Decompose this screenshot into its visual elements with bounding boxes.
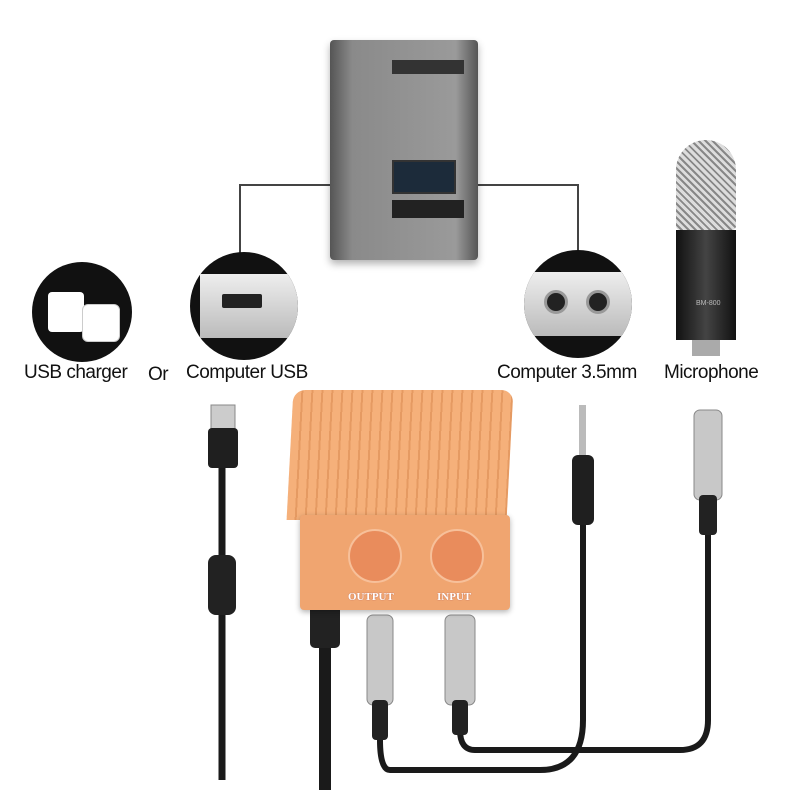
output-label: OUTPUT bbox=[348, 591, 394, 603]
audio-port-panel bbox=[524, 272, 632, 336]
input-xlr-jack bbox=[430, 529, 484, 583]
computer-audio-port-image bbox=[524, 250, 632, 358]
pc-drive-bay bbox=[392, 200, 464, 218]
usb-port bbox=[222, 294, 262, 308]
xlr-male-bottom bbox=[444, 614, 476, 706]
usb-charger-image bbox=[32, 262, 132, 362]
usb-adapter-icon bbox=[82, 304, 120, 342]
ferrite-bead bbox=[208, 555, 236, 615]
mic-body bbox=[676, 230, 736, 340]
mic-jack bbox=[586, 290, 610, 314]
mic-model-label: BM-800 bbox=[696, 300, 721, 307]
phantom-power-box-top bbox=[286, 390, 514, 520]
input-label: INPUT bbox=[437, 591, 472, 603]
label-computer-usb: Computer USB bbox=[186, 362, 308, 383]
label-microphone: Microphone bbox=[664, 362, 759, 383]
pc-display bbox=[392, 160, 456, 194]
usb-a-plug bbox=[210, 404, 236, 430]
computer-usb-port-image bbox=[190, 252, 298, 360]
microphone-image: BM-800 bbox=[668, 140, 744, 360]
pc-to-usb-line bbox=[239, 184, 330, 260]
usb-port-panel bbox=[200, 274, 298, 338]
xlr-female-boot bbox=[699, 495, 717, 535]
jack-cable bbox=[377, 520, 586, 773]
xlr-male-bottom-boot bbox=[452, 700, 468, 735]
usb-a-housing bbox=[208, 428, 238, 468]
pc-to-audio-line bbox=[478, 184, 579, 255]
wall-plug-icon bbox=[48, 292, 84, 332]
xlr-female-bottom-boot bbox=[372, 700, 388, 740]
xlr-female-bottom bbox=[366, 614, 394, 706]
label-usb-charger: USB charger bbox=[24, 362, 128, 383]
headphone-jack bbox=[544, 290, 568, 314]
xlr-female-top bbox=[693, 409, 723, 501]
jack-3-5mm-tip bbox=[579, 405, 586, 460]
pc-top-bay bbox=[392, 60, 464, 74]
computer-tower bbox=[330, 40, 478, 260]
label-computer-3-5mm: Computer 3.5mm bbox=[497, 362, 637, 383]
xlr-cable bbox=[457, 530, 711, 753]
mic-grille bbox=[676, 140, 736, 230]
label-or: Or bbox=[148, 364, 169, 385]
mic-base bbox=[692, 340, 720, 356]
jack-housing bbox=[572, 455, 594, 525]
phantom-power-box-front: OUTPUT INPUT bbox=[300, 515, 510, 610]
output-xlr-jack bbox=[348, 529, 402, 583]
